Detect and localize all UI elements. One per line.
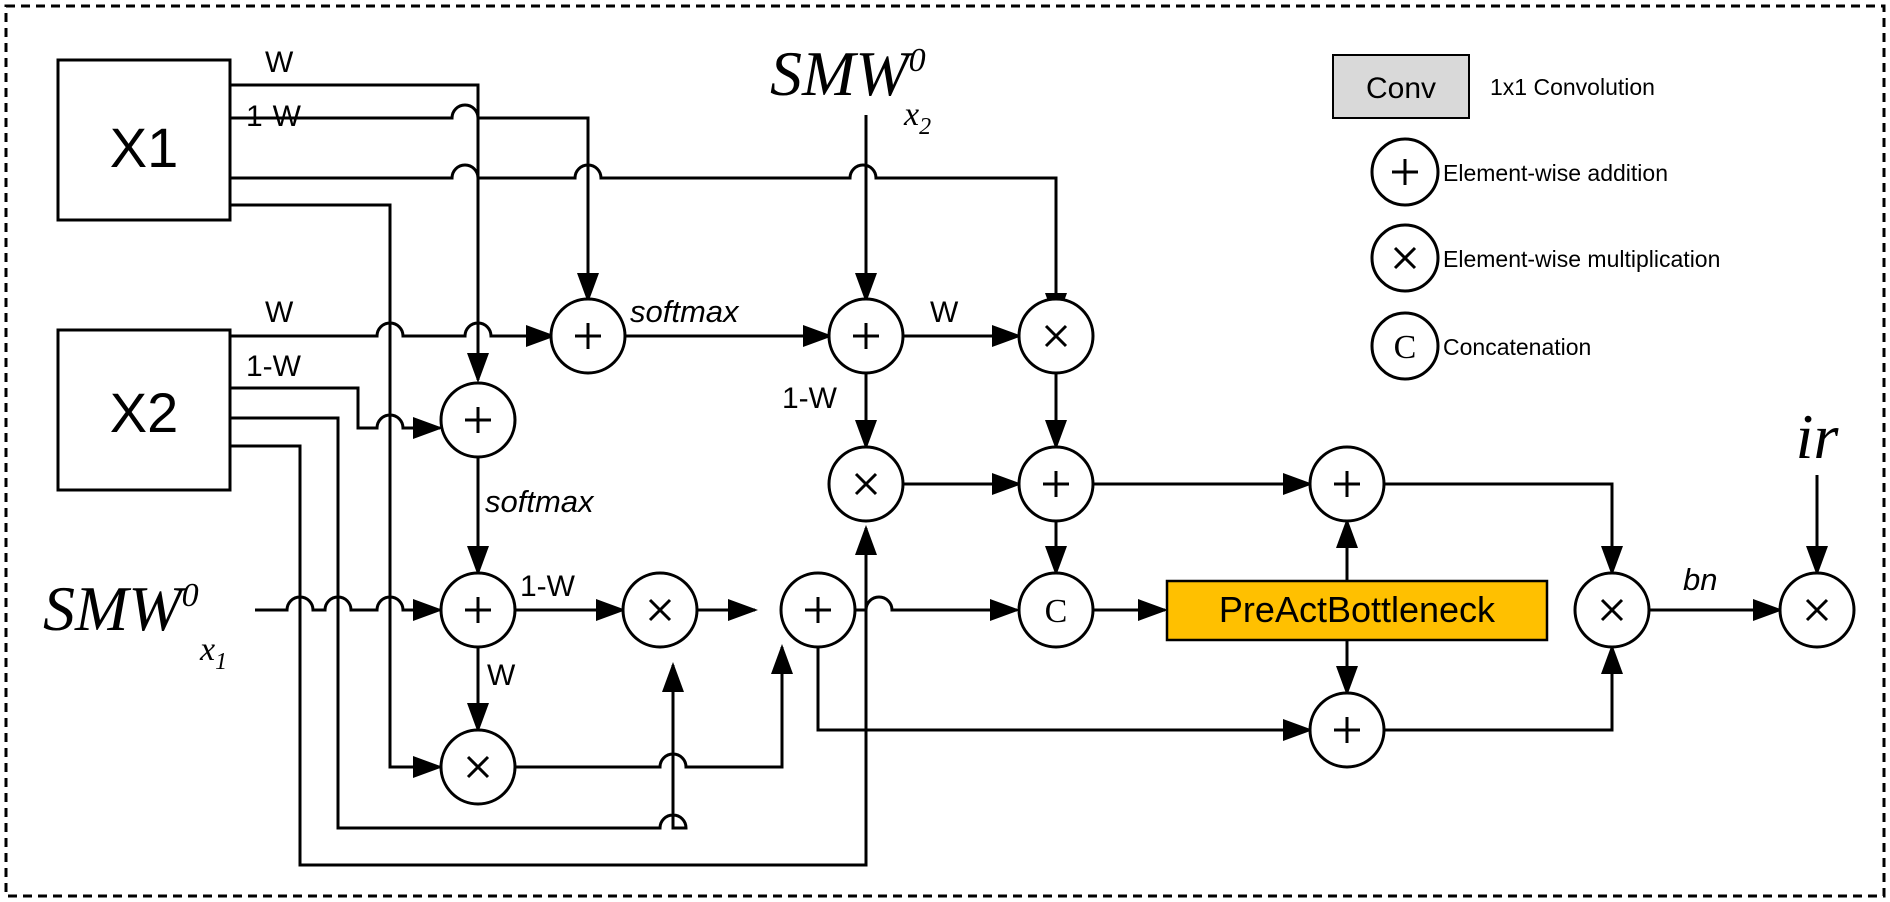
edge-label-w-left: W [487, 659, 516, 692]
svg-text:x2: x2 [903, 96, 931, 140]
add-node-upper-right [1308, 445, 1386, 523]
add-node-softmax [549, 297, 627, 375]
mul-node-middle [621, 571, 699, 649]
legend-conv-box-label: Conv [1366, 72, 1436, 105]
smw-top-sup: 0 [909, 42, 926, 79]
legend-mul-icon [1370, 223, 1440, 293]
edge-label-1w-x2: 1-W [246, 350, 302, 383]
edge-label-w-x2: W [265, 296, 294, 329]
legend-add: Element-wise addition [1443, 160, 1668, 186]
outer-frame [4, 4, 1886, 898]
edge-label-w-x1: W [265, 46, 294, 79]
add-node-center-right [1017, 445, 1095, 523]
legend-conv: Conv 1x1 Convolution [1332, 54, 1655, 119]
smw-left-sub: x [199, 631, 215, 668]
svg-text:SMW0: SMW0 [770, 38, 926, 109]
legend-concat-text: Concatenation [1443, 334, 1591, 360]
x2-label: X2 [110, 381, 179, 444]
add-node-left-middle [439, 571, 517, 649]
concat-node: C [1017, 571, 1095, 649]
smw-top-sub-idx: 2 [919, 114, 931, 140]
edge-labels: W 1-W W 1-W softmax softmax W 1-W 1-W W … [246, 46, 1717, 692]
edge-label-softmax-left: softmax [485, 484, 595, 519]
add-node-lower-right [1308, 691, 1386, 769]
smw-top-main: SMW [770, 38, 914, 109]
edge-label-bn: bn [1683, 562, 1717, 597]
preactbottleneck-label: PreActBottleneck [1219, 589, 1496, 630]
add-node-middle [779, 571, 857, 649]
preactbottleneck-block: PreActBottleneck [1165, 579, 1549, 642]
concat-node-letter: C [1045, 593, 1068, 630]
smw-left-sup: 0 [182, 577, 199, 614]
edge-label-w-top: W [930, 296, 959, 329]
input-x1: X1 [56, 58, 232, 222]
svg-text:x1: x1 [199, 631, 227, 675]
edge-label-1w-mid: 1-W [782, 382, 838, 415]
connections [230, 83, 1828, 867]
mul-node-right [1573, 571, 1651, 649]
smw-top-sub: x [903, 96, 919, 133]
svg-text:SMW0: SMW0 [43, 573, 199, 644]
smw-left-sub-idx: 1 [215, 649, 227, 675]
mul-node-center [827, 445, 905, 523]
add-node-left-top [439, 381, 517, 459]
input-x2: X2 [56, 328, 232, 492]
legend: Conv 1x1 Convolution Element-wise additi… [1332, 54, 1720, 381]
mul-node-top-right [1017, 297, 1095, 375]
legend-concat: Concatenation [1443, 334, 1591, 360]
edge-label-1w-x1: 1-W [246, 100, 302, 133]
legend-concat-icon-letter: C [1394, 329, 1417, 366]
legend-concat-icon: C [1370, 311, 1440, 381]
smw-left-main: SMW [43, 573, 187, 644]
legend-mul: Element-wise multiplication [1443, 246, 1720, 272]
add-node-top-center [827, 297, 905, 375]
edge-label-softmax-top: softmax [630, 294, 740, 329]
legend-conv-text: 1x1 Convolution [1490, 74, 1655, 100]
edge-label-1w-left: 1-W [520, 570, 576, 603]
smw-top-label: SMW0 x2 [770, 38, 931, 140]
mul-node-left-bottom [439, 728, 517, 806]
ir-label: ir [1796, 401, 1840, 472]
legend-add-text: Element-wise addition [1443, 160, 1668, 186]
legend-add-icon [1370, 137, 1440, 207]
legend-mul-text: Element-wise multiplication [1443, 246, 1720, 272]
smw-left-label: SMW0 x1 [43, 573, 227, 675]
mul-node-output [1778, 571, 1856, 649]
x1-label: X1 [110, 116, 179, 179]
operation-nodes: C [439, 297, 1856, 806]
